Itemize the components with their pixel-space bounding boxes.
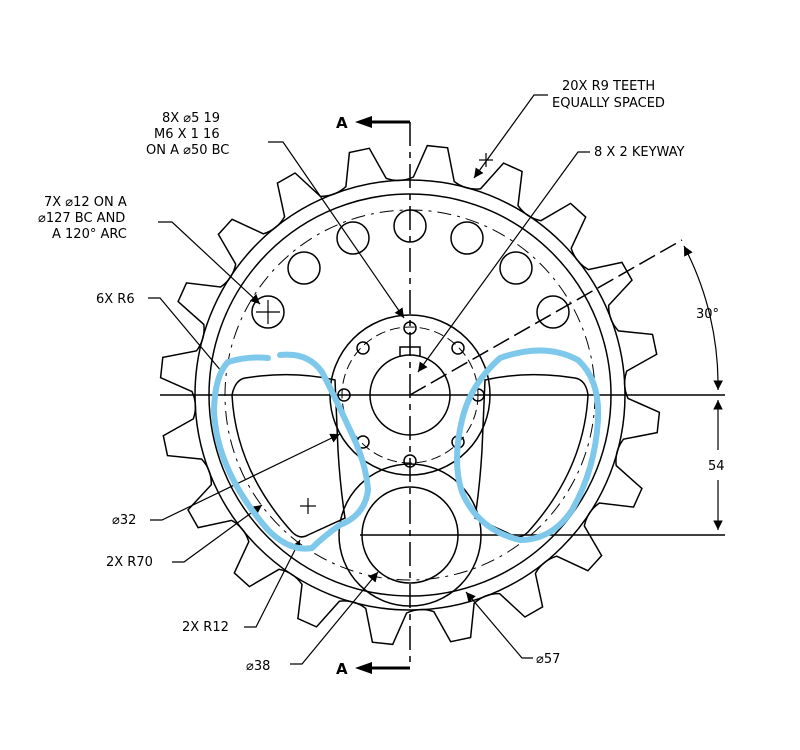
callouts: 8X ⌀5 19 M6 X 1 16 ON A ⌀50 BC 20X R9 TE… <box>38 79 685 674</box>
section-label-bottom: A <box>336 660 348 678</box>
boss-dia-57-label: ⌀57 <box>536 652 560 667</box>
fillet-r6-label: 6X R6 <box>96 292 135 307</box>
arc-r70-label: 2X R70 <box>106 555 153 570</box>
tapped-holes-line1: 8X ⌀5 19 <box>162 111 220 126</box>
bore-dia-label: ⌀32 <box>112 513 136 528</box>
tapped-holes-line3: ON A ⌀50 BC <box>146 143 229 158</box>
hole-dia-38-label: ⌀38 <box>246 659 270 674</box>
bolt-hole <box>450 221 484 255</box>
dim-54-label: 54 <box>708 459 725 474</box>
center-lines <box>160 122 725 668</box>
left-kidney-slot <box>231 373 346 538</box>
angle-30-label: 30° <box>696 307 719 322</box>
teeth-line2: EQUALLY SPACED <box>552 96 665 111</box>
bolt-hole <box>336 221 370 255</box>
tapped-holes-line2: M6 X 1 16 <box>154 127 220 142</box>
bolt-holes-line3: A 120° ARC <box>52 227 127 242</box>
bolt-holes-line1: 7X ⌀12 ON A <box>44 195 127 210</box>
leader-lines <box>148 94 590 665</box>
bolt-hole <box>499 251 533 285</box>
crosshair-marks <box>256 153 493 514</box>
right-highlight-stroke <box>454 347 602 543</box>
section-arrow-top <box>355 116 372 128</box>
bolt-hole <box>287 251 321 285</box>
section-arrow-bottom <box>355 662 372 674</box>
dimension-30-arc <box>683 245 723 391</box>
highlight-annotations <box>211 347 602 552</box>
bolt-hole <box>536 295 570 329</box>
left-highlight-stroke <box>211 351 371 552</box>
teeth-line1: 20X R9 TEETH <box>562 79 655 94</box>
bolt-holes-line2: ⌀127 BC AND <box>38 211 125 226</box>
keyway-label: 8 X 2 KEYWAY <box>594 145 685 160</box>
bolt-hole <box>251 295 285 329</box>
section-label-top: A <box>336 114 348 132</box>
arc-r12-label: 2X R12 <box>182 620 229 635</box>
